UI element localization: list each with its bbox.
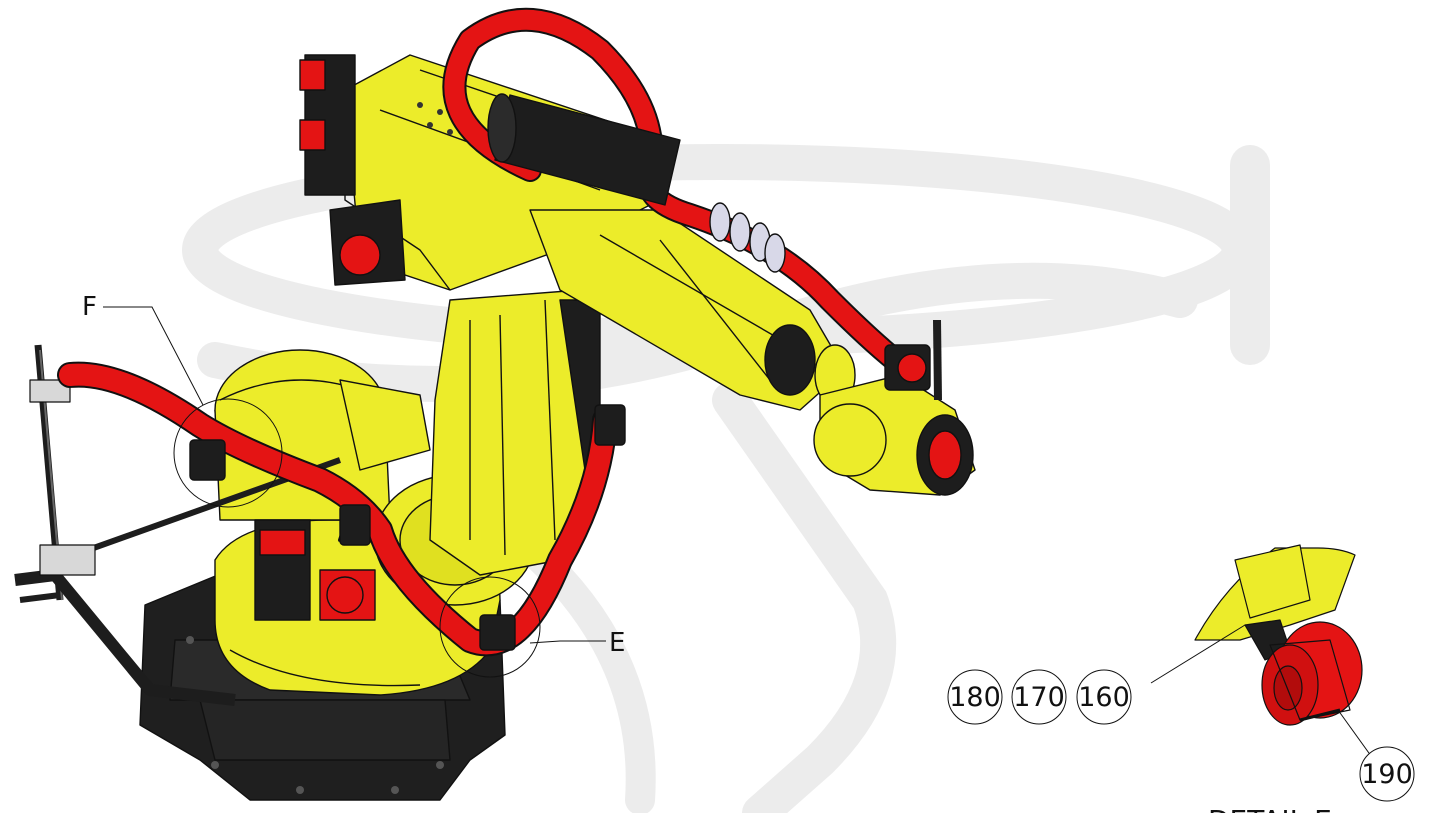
robot-lower-arm bbox=[429, 289, 601, 576]
balloon-190-text: 190 bbox=[1361, 759, 1413, 790]
balloon-180-text: 180 bbox=[949, 682, 1001, 713]
balloon-170-text: 170 bbox=[1013, 682, 1065, 713]
robot-j2-motor bbox=[254, 519, 376, 621]
hose-support-stand bbox=[14, 344, 342, 706]
robot-assembly bbox=[14, 7, 976, 801]
balancer-cylinder bbox=[487, 93, 681, 206]
balloon-170 bbox=[1011, 669, 1067, 725]
view-e-circle bbox=[439, 576, 541, 678]
dress-pack-hose bbox=[57, 7, 907, 657]
balloon-160 bbox=[1076, 669, 1132, 725]
view-f-leader bbox=[103, 306, 204, 406]
view-e-label: E bbox=[609, 628, 625, 658]
balloon-160-text: 160 bbox=[1078, 682, 1130, 713]
hose-protector-rings bbox=[709, 202, 786, 273]
balloon-180 bbox=[947, 669, 1003, 725]
item-balloons bbox=[947, 669, 1415, 802]
view-f-circle bbox=[173, 398, 283, 508]
robot-forearm bbox=[529, 209, 856, 411]
view-callouts bbox=[103, 306, 606, 678]
balloon-190 bbox=[1359, 746, 1415, 802]
detail-e-view bbox=[1194, 544, 1363, 726]
view-f-label: F bbox=[82, 292, 97, 322]
robot-wrist bbox=[813, 374, 976, 496]
detail-title: DETAIL E bbox=[1208, 804, 1332, 813]
hose-clamps bbox=[189, 319, 942, 651]
view-e-leader bbox=[529, 640, 606, 644]
